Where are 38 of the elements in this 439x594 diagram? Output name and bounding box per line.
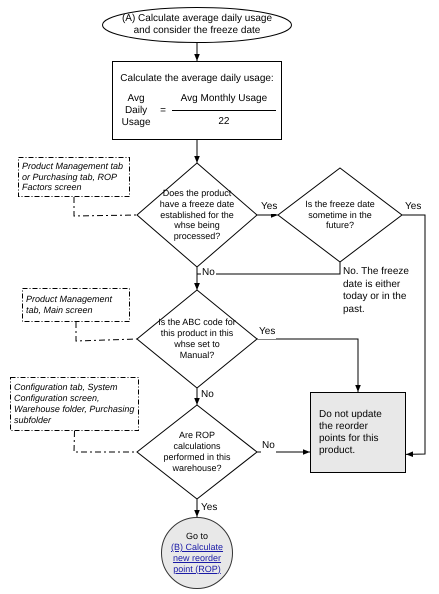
arrow [194,262,340,290]
leader-line [76,322,138,342]
node-text: Go to [186,531,208,542]
start-ellipse [102,7,292,43]
edge-label: No [261,440,276,452]
leader-line [74,196,138,216]
node-text: Do not update the reorder points for this product. [318,408,383,456]
arrow [256,449,310,455]
node-text: (A) Calculate average daily usage and consider the freeze date [120,13,274,37]
arrow [402,214,426,458]
arrow [194,388,200,406]
process-heading: Calculate the average daily usage: [120,72,274,84]
question-text: Is the freeze date sometime in the future? [304,198,376,232]
note-text: Product Management tab, Main screen [25,294,114,316]
question-text: Does the product have a freeze date established for the whse being processed? [158,188,236,242]
question-text: Are ROP calculations performed in this warehouse? [162,430,232,474]
decision-diamond [278,168,402,262]
arrow [194,498,200,518]
note-box [22,288,130,322]
end-box [310,392,406,473]
question-text: Is the ABC code for this product in this whse set to Manual? [157,317,237,361]
formula-denominator: 22 [218,116,230,128]
process-box [112,61,282,140]
decision-diamond [137,290,257,388]
arrow [256,338,361,392]
decision-diamond [137,405,257,499]
note-text: Product Management tab or Purchasing tab, ROP Factors screen [21,160,124,194]
arrow [194,42,200,62]
formula-term: Avg Daily Usage [120,92,152,128]
equals-sign: = [160,104,166,116]
formula-numerator: Avg Monthly Usage [180,93,268,105]
edge-label: Yes [260,201,278,214]
note-box [18,157,130,197]
link: (B) Calculate new reorder point (ROP) [170,542,224,575]
arrow [194,140,200,164]
decision-diamond [137,163,257,267]
arrow [256,212,278,218]
note-text: Configuration tab, System Configuration screen, Warehouse folder, Purchasing subfolder [13,382,136,426]
